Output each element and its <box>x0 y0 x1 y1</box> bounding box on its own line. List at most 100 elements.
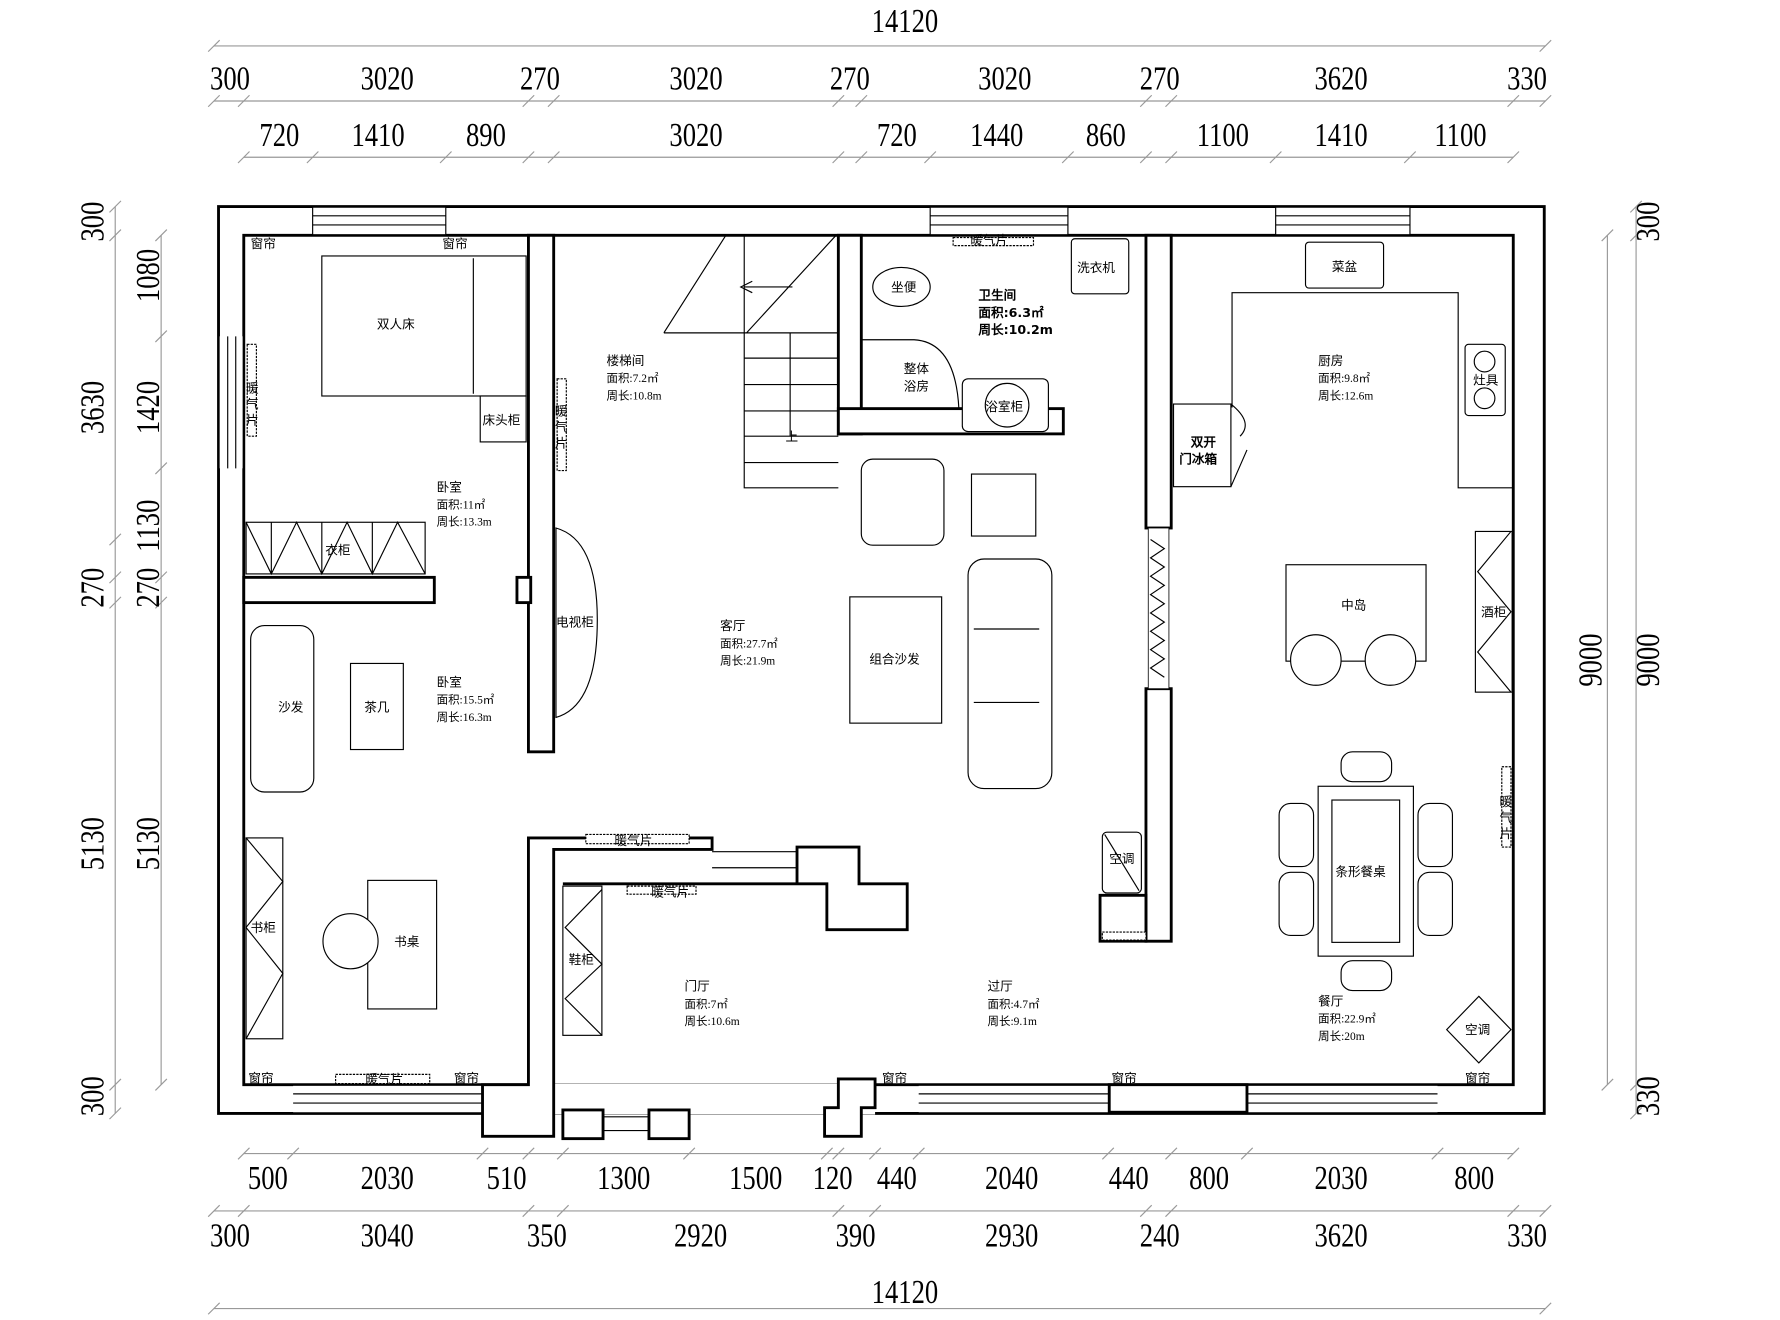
ac-label: 空调 <box>1465 1022 1490 1037</box>
bath-cabinet <box>961 378 1049 433</box>
dimension-top: 720 <box>259 116 299 154</box>
dimension-bottom: 330 <box>1507 1217 1547 1255</box>
desk-label: 书桌 <box>394 934 420 949</box>
room-name: 过厅 <box>988 979 1013 994</box>
dimension-lines <box>109 39 1643 1315</box>
dimension-top: 860 <box>1086 116 1126 154</box>
ac-unit-dining <box>1445 995 1512 1064</box>
ac-label: 空调 <box>1109 851 1134 866</box>
tv-cabinet <box>555 527 598 719</box>
dimension-top: 1440 <box>970 116 1023 154</box>
radiator-label: 暖气片 <box>651 884 689 899</box>
dimension-left: 1080 <box>129 249 167 302</box>
island-label: 中岛 <box>1341 597 1366 612</box>
combo-sofa-label: 组合沙发 <box>869 651 920 666</box>
dimension-top: 270 <box>1140 60 1180 98</box>
dimension-bottom: 800 <box>1189 1159 1229 1197</box>
radiator-label: 暖气片 <box>970 232 1008 247</box>
dimension-bottom: 1500 <box>729 1159 782 1197</box>
room-name: 卧室 <box>437 479 462 494</box>
dimension-top: 270 <box>520 60 560 98</box>
tea-table-label: 茶几 <box>364 700 390 715</box>
furniture <box>245 234 1514 1085</box>
wardrobe-label: 衣柜 <box>325 542 350 557</box>
dimension-bottom: 350 <box>527 1217 567 1255</box>
shower-2-label: 浴房 <box>904 378 929 393</box>
door-hatch <box>1147 527 1170 690</box>
bookcase-label: 书柜 <box>251 920 276 935</box>
radiator-label: 暖 <box>555 404 568 419</box>
room-perimeter: 周长:10.6m <box>685 1015 740 1028</box>
fridge-2-label: 门冰箱 <box>1179 452 1217 467</box>
dimension-right: 300 <box>1629 202 1667 242</box>
room-perimeter: 周长:10.8m <box>606 389 661 402</box>
radiator-label: 片 <box>1499 826 1512 841</box>
dimension-bottom: 120 <box>813 1159 853 1197</box>
dimension-top: 1410 <box>1314 116 1367 154</box>
wine-cabinet <box>1474 530 1513 693</box>
nightstand <box>479 395 527 443</box>
dimension-left: 3630 <box>74 381 112 434</box>
staircase <box>663 234 839 489</box>
room-perimeter: 周长:12.6m <box>1318 389 1373 402</box>
radiator-label: 片 <box>555 436 568 451</box>
armchair <box>860 458 945 546</box>
coffee-table <box>849 596 943 724</box>
dimension-bottom: 1300 <box>597 1159 650 1197</box>
dining-table-label: 条形餐桌 <box>1335 864 1386 879</box>
room-name: 卧室 <box>437 674 462 689</box>
side-table <box>970 473 1037 537</box>
dimension-left: 300 <box>74 1076 112 1116</box>
room-name: 客厅 <box>720 618 745 633</box>
nightstand-label: 床头柜 <box>483 413 521 428</box>
dimension-bottom: 2040 <box>985 1159 1038 1197</box>
shower-enclosure <box>861 339 960 409</box>
dimension-top: 3020 <box>361 60 414 98</box>
radiator-label: 片 <box>246 413 259 428</box>
shower-1-label: 整体 <box>904 361 930 376</box>
bookcase <box>245 837 284 1040</box>
sofa-label: 沙发 <box>278 700 304 715</box>
dimension-left: 300 <box>74 202 112 242</box>
dimension-left: 270 <box>129 568 167 608</box>
room-area: 面积:15.5㎡ <box>437 694 495 707</box>
dimension-left: 1130 <box>129 500 167 552</box>
room-area: 面积:6.3㎡ <box>978 305 1044 320</box>
dimension-bottom: 510 <box>487 1159 527 1197</box>
radiator-label: 暖气片 <box>615 833 653 848</box>
radiator-label: 气 <box>555 420 568 435</box>
curtain-label: 窗帘 <box>454 1070 479 1085</box>
combo-sofa <box>967 558 1053 790</box>
room-name: 餐厅 <box>1318 993 1343 1008</box>
room-perimeter: 周长:10.2m <box>978 322 1053 337</box>
fridge-1-label: 双开 <box>1191 435 1217 450</box>
dimension-right: 9000 <box>1629 633 1667 686</box>
curtain-label: 窗帘 <box>1465 1070 1490 1085</box>
double-bed <box>321 255 527 397</box>
dimension-bottom: 500 <box>248 1159 288 1197</box>
radiator-label: 暖 <box>1499 794 1512 809</box>
room-area: 面积:7.2㎡ <box>606 372 658 385</box>
sink <box>1304 241 1385 289</box>
dimension-bottom: 2930 <box>985 1217 1038 1255</box>
shoe-cabinet-label: 鞋柜 <box>569 952 594 967</box>
room-perimeter: 周长:21.9m <box>720 655 775 668</box>
curtain-label: 窗帘 <box>882 1070 907 1085</box>
sink-label: 菜盆 <box>1332 259 1358 274</box>
dimension-top: 300 <box>210 60 250 98</box>
dimension-right: 9000 <box>1572 633 1610 686</box>
curtain-label: 窗帘 <box>248 1070 273 1085</box>
room-perimeter: 周长:20m <box>1318 1030 1365 1043</box>
dimension-total-top: 14120 <box>872 2 939 40</box>
room-name: 门厅 <box>685 979 710 994</box>
exterior-walls <box>217 205 1546 1115</box>
dimension-bottom: 240 <box>1140 1217 1180 1255</box>
fridge <box>1172 403 1232 488</box>
dimension-bottom: 800 <box>1454 1159 1494 1197</box>
shoe-cabinet <box>562 885 603 1036</box>
room-name: 楼梯间 <box>606 353 644 368</box>
curtain-label: 窗帘 <box>251 236 276 251</box>
dimension-top: 270 <box>830 60 870 98</box>
dimension-top: 330 <box>1507 60 1547 98</box>
